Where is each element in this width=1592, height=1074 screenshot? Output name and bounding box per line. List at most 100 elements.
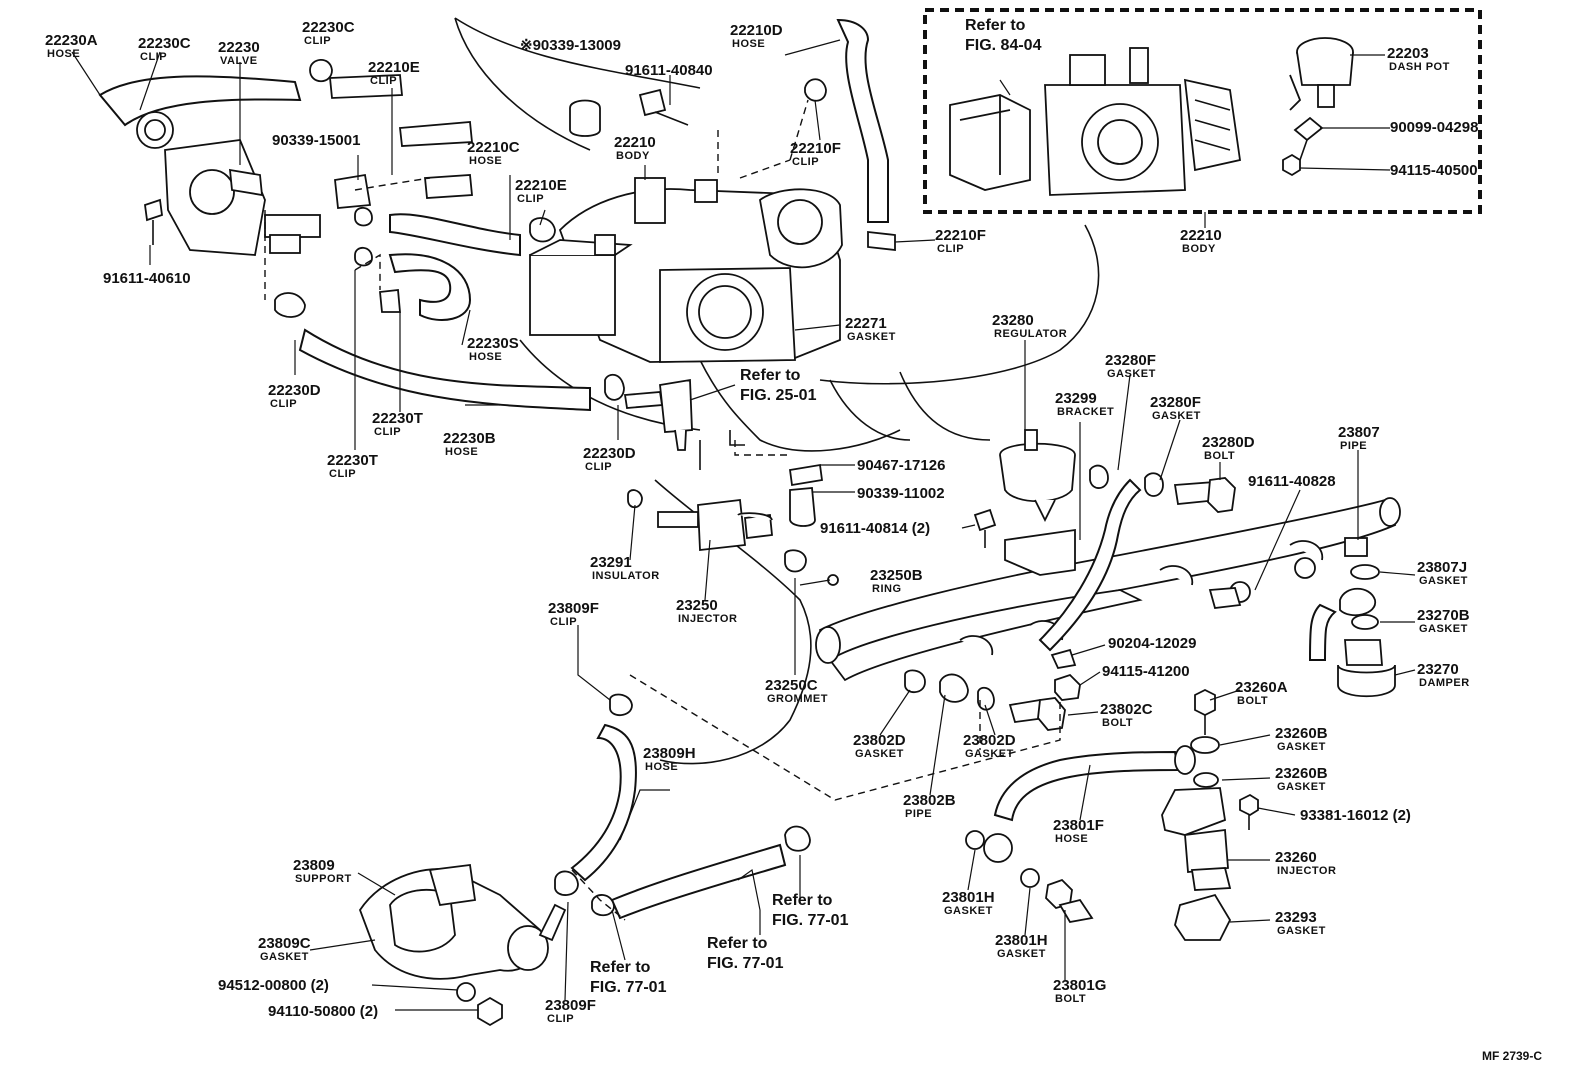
part-number: ※90339-13009 (520, 37, 621, 54)
air-valve-assembly (98, 58, 693, 451)
part-description: BOLT (1204, 450, 1235, 462)
part-description: GASKET (965, 748, 1014, 760)
part-number: 91611-40610 (103, 270, 191, 287)
part-description: CLIP (550, 616, 577, 628)
part-description: GASKET (997, 948, 1046, 960)
part-description: RING (872, 583, 902, 595)
part-number: 90339-11002 (857, 485, 945, 502)
part-number: 22210E (368, 59, 420, 76)
part-number: 22230B (443, 430, 496, 447)
pulsation-damper-group (1308, 564, 1396, 698)
part-description: HOSE (1055, 833, 1088, 845)
leader-lines (71, 39, 1416, 1011)
part-number: 23293 (1275, 909, 1317, 926)
part-label: 90204-12029 (1108, 635, 1196, 652)
ref-line-2: FIG. 25-01 (740, 387, 817, 404)
part-number: 94115-40500 (1390, 162, 1478, 179)
part-label: 94115-40500 (1390, 162, 1478, 179)
part-number: 23802B (903, 792, 956, 809)
part-number: 22203 (1387, 45, 1429, 62)
part-description: BRACKET (1057, 406, 1114, 418)
part-number: 22271 (845, 315, 887, 332)
part-number: 23801H (995, 932, 1048, 949)
part-description: VALVE (220, 55, 258, 67)
part-number: 22210D (730, 22, 783, 39)
part-description: GASKET (855, 748, 904, 760)
part-number: 23280D (1202, 434, 1255, 451)
part-number: 23260 (1275, 849, 1317, 866)
throttle-body-small-drawing (949, 47, 1242, 196)
part-number: 90467-17126 (857, 457, 945, 474)
part-number: 22230T (327, 452, 378, 469)
part-labels: 22230AHOSE22230CCLIP22230VALVE22230CCLIP… (45, 19, 1478, 1025)
part-number: 93381-16012 (2) (1300, 807, 1411, 824)
ref-line-1: Refer to (740, 367, 801, 384)
part-description: GASKET (1152, 410, 1201, 422)
injector-group (627, 463, 997, 586)
part-number: 23280 (992, 312, 1034, 329)
part-number: 23807J (1417, 559, 1467, 576)
part-number: 23250 (676, 597, 718, 614)
part-number: 23270B (1417, 607, 1470, 624)
part-number: 90339-15001 (272, 132, 360, 149)
part-number: 22210C (467, 139, 520, 156)
ref-line-1: Refer to (590, 959, 651, 976)
part-description: CLIP (517, 193, 544, 205)
ref-line-1: Refer to (707, 935, 768, 952)
part-description: BOLT (1237, 695, 1268, 707)
part-description: CLIP (329, 468, 356, 480)
part-description: INSULATOR (592, 570, 660, 582)
part-number: 90099-04298 (1390, 119, 1478, 136)
part-label: 90339-11002 (857, 485, 945, 502)
part-description: INJECTOR (1277, 865, 1336, 877)
part-description: CLIP (140, 51, 167, 63)
part-number: 22230C (138, 35, 191, 52)
part-number: 23807 (1338, 424, 1380, 441)
part-description: BOLT (1055, 993, 1086, 1005)
part-description: CLIP (304, 35, 331, 47)
part-number: 23291 (590, 554, 632, 571)
part-description: GROMMET (767, 693, 828, 705)
part-label: 93381-16012 (2) (1300, 807, 1411, 824)
part-number: 23809F (545, 997, 596, 1014)
dashed-assembly-lines-top (264, 99, 809, 300)
fuel-hose-support-group (358, 693, 811, 1027)
part-number: 23801G (1053, 977, 1106, 994)
figure-code: MF 2739-C (1482, 1049, 1542, 1063)
part-description: INJECTOR (678, 613, 737, 625)
part-label: 94115-41200 (1102, 663, 1190, 680)
part-description: GASKET (1277, 741, 1326, 753)
part-number: 22210 (614, 134, 656, 151)
part-description: HOSE (732, 38, 765, 50)
intake-manifold-outline (454, 17, 1100, 765)
